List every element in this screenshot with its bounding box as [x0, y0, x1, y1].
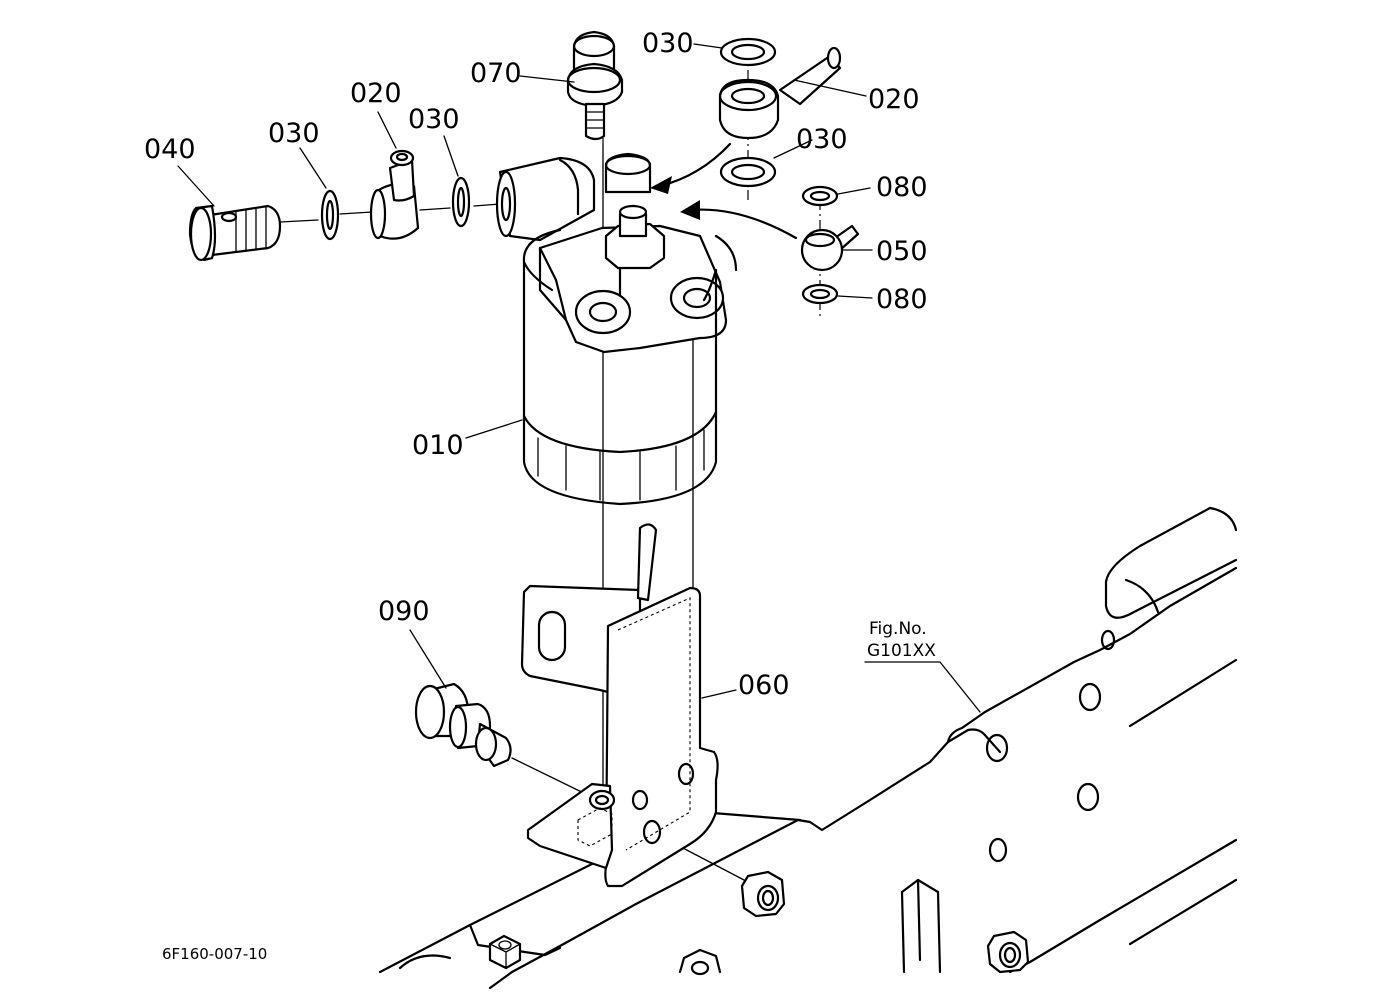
- part-060-bracket: [520, 523, 719, 888]
- part-080-washer-top: [801, 185, 839, 207]
- frame-nut-2: [986, 930, 1030, 974]
- drawing-code: 6F160-007-10: [162, 945, 267, 963]
- part-080-washer-bottom: [801, 283, 839, 305]
- part-labels: 040 030 020 030 070 030 020 030 080 050 …: [144, 28, 928, 701]
- label-020-left: 020: [350, 78, 402, 109]
- fig-ref-line2: G101XX: [867, 641, 936, 661]
- part-020-banjo-fitting-right: [718, 46, 842, 140]
- label-040: 040: [144, 134, 196, 165]
- figure-reference: Fig.No. G101XX: [867, 619, 936, 661]
- part-010-filter-cartridge: [522, 260, 718, 506]
- filter-head: [495, 152, 738, 354]
- part-030-washer-top: [719, 37, 777, 67]
- part-040-banjo-bolt: [188, 204, 282, 262]
- part-030-washer-left-2: [451, 176, 471, 228]
- fig-ref-line1: Fig.No.: [869, 619, 927, 639]
- label-020-right: 020: [868, 84, 920, 115]
- label-030-b: 030: [408, 104, 460, 135]
- part-020-banjo-fitting-left: [369, 149, 420, 240]
- label-080-top: 080: [876, 172, 928, 203]
- frame-square-nut: [488, 934, 522, 970]
- frame-nut-1: [740, 870, 786, 918]
- leader-lines: [177, 43, 981, 713]
- part-090-bolt: [414, 682, 512, 768]
- frame-nut-3: [678, 948, 722, 976]
- label-010: 010: [412, 430, 464, 461]
- label-060: 060: [738, 670, 790, 701]
- label-050: 050: [876, 236, 928, 267]
- part-030-washer-middle: [719, 156, 777, 188]
- label-090: 090: [378, 596, 430, 627]
- part-030-washer-left-1: [320, 189, 340, 241]
- label-030-d: 030: [796, 124, 848, 155]
- label-030-a: 030: [268, 118, 320, 149]
- label-080-bottom: 080: [876, 284, 928, 315]
- part-050-banjo-fitting: [800, 224, 860, 272]
- part-070-flange-bolt: [566, 30, 624, 141]
- assembly-arrows: [650, 142, 798, 240]
- label-070: 070: [470, 58, 522, 89]
- label-030-c: 030: [642, 28, 694, 59]
